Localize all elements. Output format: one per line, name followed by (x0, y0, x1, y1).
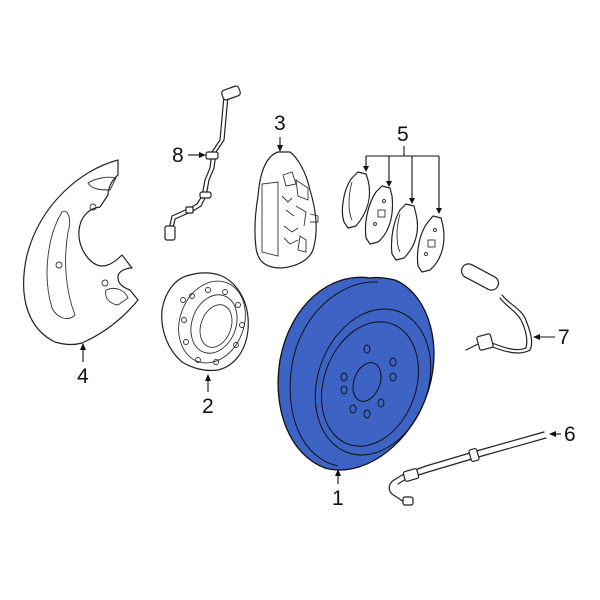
callout-7[interactable]: 7 (558, 326, 570, 349)
callout-8[interactable]: 8 (172, 144, 184, 167)
brake-caliper[interactable] (254, 137, 319, 269)
splash-shield[interactable] (23, 159, 139, 362)
brake-rotor[interactable] (277, 276, 450, 484)
pad-wear-sensor[interactable] (459, 261, 555, 354)
callout-1[interactable]: 1 (332, 487, 344, 510)
brake-hose[interactable] (388, 431, 561, 506)
wheel-hub-bearing[interactable] (161, 272, 257, 392)
callout-5[interactable]: 5 (397, 123, 409, 146)
callout-3[interactable]: 3 (274, 112, 286, 135)
callout-2[interactable]: 2 (202, 395, 214, 418)
callout-6[interactable]: 6 (564, 423, 576, 446)
brake-pads[interactable] (341, 146, 445, 273)
abs-wheel-speed-sensor[interactable] (164, 85, 241, 241)
callout-4[interactable]: 4 (77, 365, 89, 388)
